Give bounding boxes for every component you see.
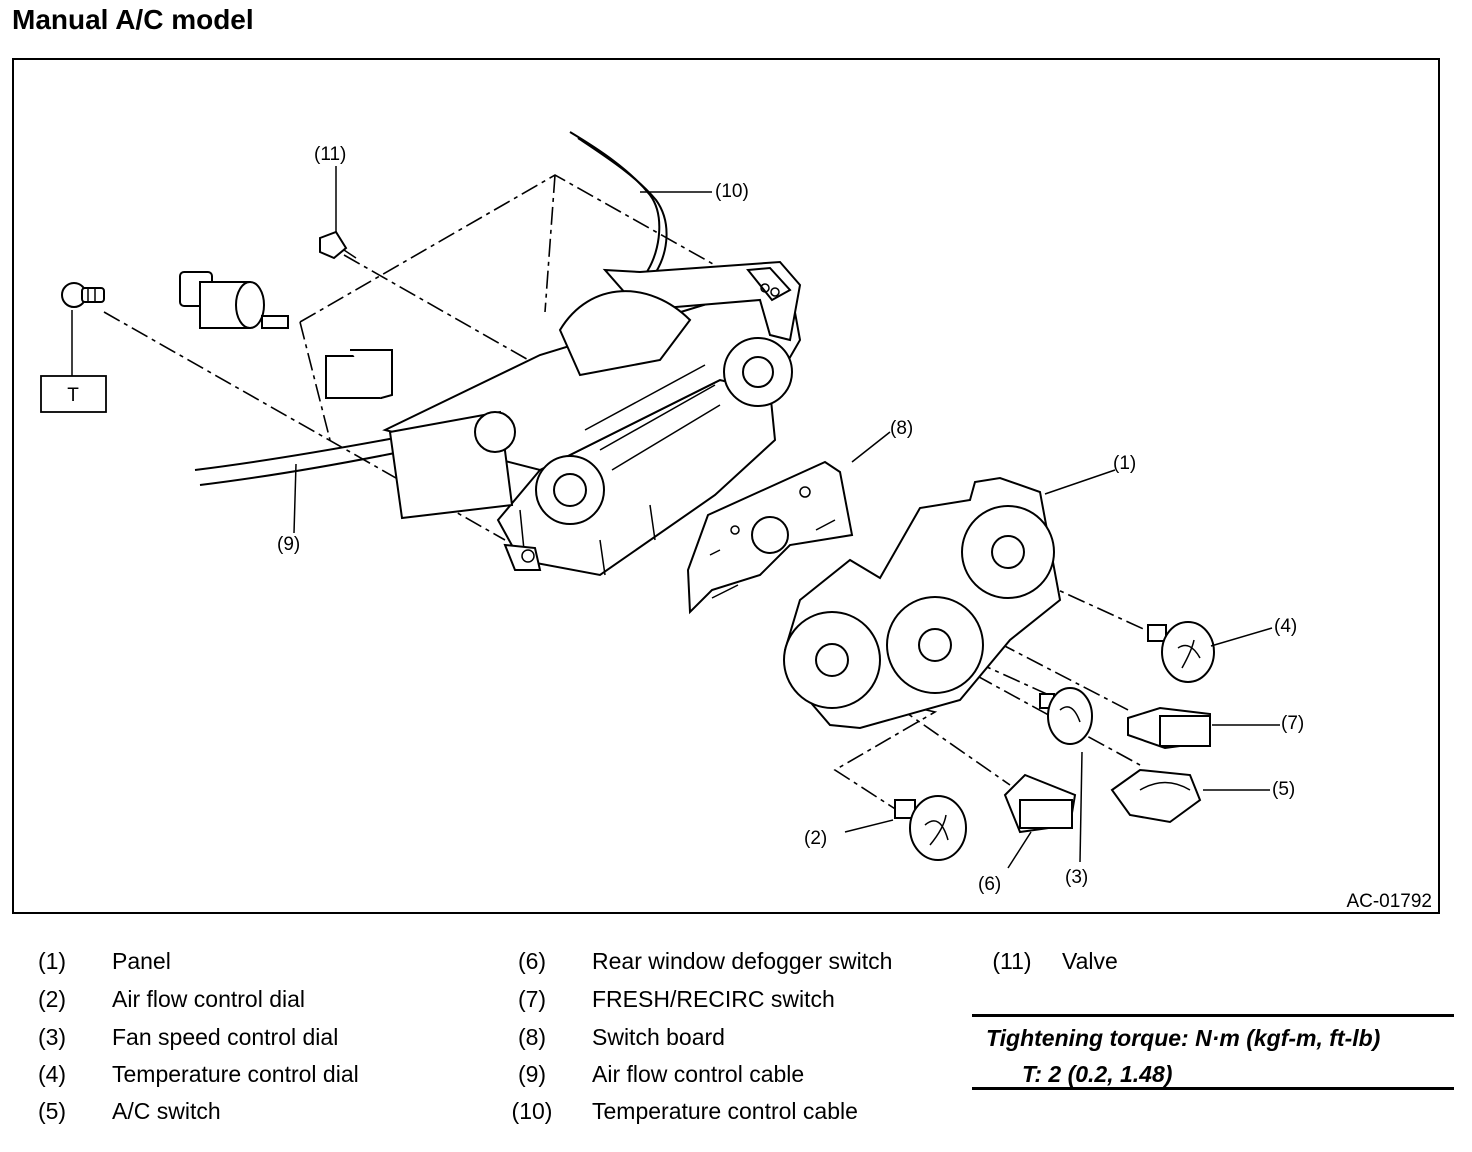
valve-part xyxy=(319,230,357,260)
panel-part xyxy=(783,476,1062,730)
torque-symbol-box xyxy=(40,375,107,413)
callout-5: (5) xyxy=(1272,779,1295,800)
callout-11: (11) xyxy=(314,144,346,165)
exploded-view-diagram: T xyxy=(40,131,1432,912)
diagram-frame xyxy=(12,58,1440,914)
callout-8: (8) xyxy=(890,418,913,439)
bolt xyxy=(61,282,105,308)
callout-3: (3) xyxy=(1065,867,1088,888)
fresh-recirc-switch-part xyxy=(1127,706,1211,750)
temperature-control-dial-part xyxy=(1147,621,1215,683)
callout-9: (9) xyxy=(277,534,300,555)
rear-defogger-switch-part xyxy=(1003,773,1077,834)
torque-symbol-label: T xyxy=(67,385,79,406)
control-unit-body xyxy=(325,260,802,577)
torque-heading: Tightening torque: N·m (kgf-m, ft-lb) xyxy=(986,1025,1381,1051)
fan-speed-control-dial-part xyxy=(1039,687,1093,745)
torque-value: T: 2 (0.2, 1.48) xyxy=(1022,1061,1173,1087)
callout-1: (1) xyxy=(1113,453,1136,474)
callout-2: (2) xyxy=(804,828,827,849)
switch-board-part xyxy=(686,460,854,615)
leader-lines xyxy=(293,166,1280,869)
actuator-motor xyxy=(179,271,289,329)
callout-7: (7) xyxy=(1281,713,1304,734)
callout-6: (6) xyxy=(978,874,1001,895)
air-flow-control-dial-part xyxy=(894,795,967,861)
callout-4: (4) xyxy=(1274,616,1297,637)
torque-spec-box: Tightening torque: N·m (kgf-m, ft-lb) T:… xyxy=(972,1014,1454,1090)
air-flow-control-cable xyxy=(194,437,401,486)
figure-id: AC-01792 xyxy=(1346,891,1432,912)
page-title: Manual A/C model xyxy=(12,4,254,35)
ac-switch-part xyxy=(1110,768,1202,824)
callout-10: (10) xyxy=(715,181,749,202)
